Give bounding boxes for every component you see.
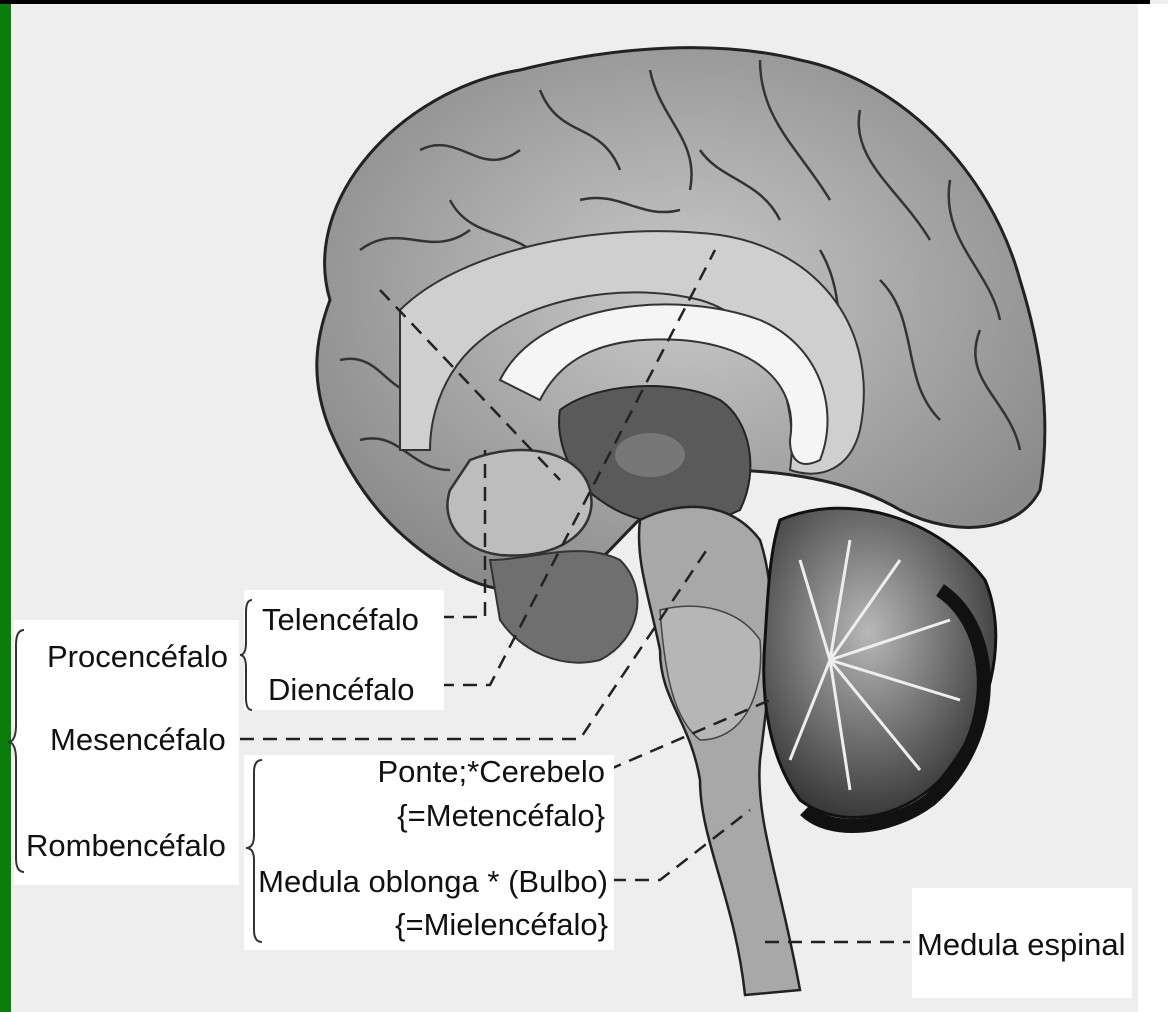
label-procencefalo: Procencéfalo (47, 639, 228, 674)
label-telencefalo: Telencéfalo (262, 602, 419, 637)
label-rombencefalo: Rombencéfalo (26, 828, 226, 863)
left-border (0, 0, 11, 1012)
label-mielencefalo: {=Mielencéfalo} (395, 907, 608, 942)
label-ponte-cerebelo: Ponte;*Cerebelo (378, 754, 606, 789)
top-border (0, 0, 1150, 4)
right-border (1138, 4, 1168, 1012)
label-diencefalo: Diencéfalo (268, 672, 414, 707)
temporal-lobe (447, 450, 591, 556)
label-medula-oblonga: Medula oblonga * (Bulbo) (258, 864, 608, 899)
label-medula-espinal: Medula espinal (917, 927, 1126, 962)
thalamus-highlight (615, 433, 685, 477)
label-metencefalo: {=Metencéfalo} (397, 798, 605, 833)
label-mesencefalo: Mesencéfalo (50, 722, 226, 757)
